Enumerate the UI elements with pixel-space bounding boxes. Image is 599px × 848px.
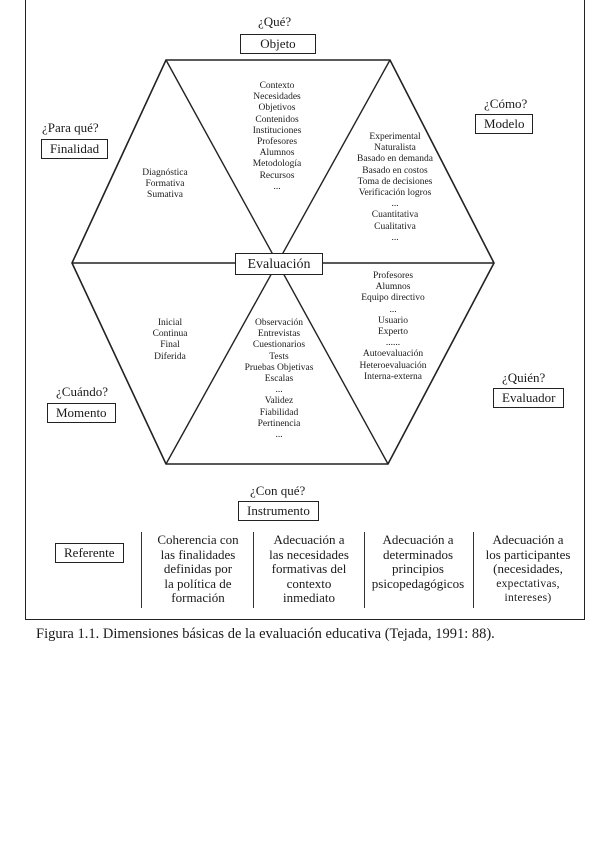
item: Escalas (264, 374, 294, 385)
items-evaluador: Profesores Alumnos Equipo directivo ... … (334, 271, 452, 383)
line: expectativas, (496, 577, 560, 590)
line: inmediato (283, 590, 335, 605)
item: Equipo directivo (361, 293, 425, 304)
item: Contenidos (255, 114, 299, 125)
line: Coherencia con (157, 532, 239, 547)
separator (473, 532, 474, 608)
item: Usuario (377, 315, 409, 326)
line: principios (392, 561, 444, 576)
item: Profesores (256, 137, 298, 148)
item: Experto (377, 327, 409, 338)
item: Cualitativa (374, 221, 416, 232)
item: Observación (254, 318, 303, 328)
line: (necesidades, (493, 561, 563, 576)
referente-column-2: Adecuación a las necesidades formativas … (256, 532, 362, 606)
label-referente: Referente (55, 543, 124, 563)
separator (141, 532, 142, 608)
line: Adecuación a (382, 532, 454, 547)
item: ... (391, 199, 399, 210)
question-finalidad: ¿Para qué? (42, 120, 99, 135)
item: Cuestionarios (252, 340, 306, 351)
item: Interna-externa (363, 371, 423, 382)
line: formación (171, 590, 225, 605)
label-objeto: Objeto (240, 34, 316, 54)
line: Adecuación a (492, 532, 564, 547)
question-instrumento: ¿Con qué? (250, 483, 306, 498)
item: Naturalista (374, 143, 416, 154)
separator (253, 532, 254, 608)
item: Alumnos (259, 148, 295, 159)
items-objeto: Contexto Necesidades Objetivos Contenido… (222, 81, 332, 193)
item: Basado en demanda (357, 154, 433, 165)
line: intereses) (504, 592, 552, 604)
item: Heteroevaluación (359, 360, 427, 371)
line: Adecuación a (273, 532, 345, 547)
question-evaluador: ¿Quién? (502, 370, 546, 385)
line: las finalidades (160, 546, 236, 562)
item: Toma de decisiones (357, 176, 433, 187)
item: Experimental (369, 132, 421, 142)
item: Tests (269, 351, 289, 362)
item: ... (273, 181, 281, 192)
item: Necesidades (253, 92, 301, 103)
line: los participantes (485, 546, 571, 562)
item: Instituciones (252, 125, 302, 136)
figure-caption: Figura 1.1. Dimensiones básicas de la ev… (36, 626, 495, 642)
item: Final (160, 340, 180, 351)
item: Contexto (259, 81, 295, 91)
item: Autoevaluación (362, 349, 424, 360)
label-finalidad: Finalidad (41, 139, 109, 159)
line: definidas por (163, 561, 233, 576)
item: ...... (385, 338, 401, 349)
item: Pruebas Objetivas (244, 362, 314, 373)
item: Cuantitativa (371, 210, 419, 221)
item: Profesores (372, 271, 414, 281)
referente-column-3: Adecuación a determinados principios psi… (366, 532, 470, 591)
item: ... (389, 304, 397, 315)
line: formativas del (271, 561, 347, 576)
item: Inicial (157, 318, 183, 328)
item: Entrevistas (257, 329, 301, 340)
question-objeto: ¿Qué? (258, 14, 292, 29)
item: Continua (152, 329, 188, 340)
items-modelo: Experimental Naturalista Basado en deman… (340, 132, 450, 244)
label-modelo: Modelo (475, 114, 534, 134)
item: Verificación logros (358, 188, 432, 199)
item: Recursos (259, 170, 295, 181)
item: ... (275, 430, 283, 441)
line: contexto (286, 575, 332, 591)
items-momento: Inicial Continua Final Diferida (130, 318, 210, 363)
line: psicopedagógicos (371, 575, 465, 591)
referente-column-4: Adecuación a los participantes (necesida… (474, 532, 582, 606)
line: determinados (382, 546, 454, 562)
item: Diagnóstica (142, 168, 188, 178)
item: ... (391, 232, 399, 243)
item: Fiabilidad (259, 407, 299, 418)
question-momento: ¿Cuándo? (56, 384, 108, 399)
label-evaluador: Evaluador (493, 388, 565, 408)
item: Formativa (145, 179, 185, 190)
item: Diferida (154, 351, 186, 362)
item: Validez (264, 396, 294, 407)
center-evaluacion: Evaluación (235, 253, 323, 275)
item: Sumativa (147, 190, 183, 201)
label-instrumento: Instrumento (238, 501, 319, 521)
item: Basado en costos (362, 165, 428, 176)
items-finalidad: Diagnóstica Formativa Sumativa (125, 168, 205, 202)
item: ... (275, 385, 283, 396)
items-instrumento: Observación Entrevistas Cuestionarios Te… (222, 318, 336, 441)
line: las necesidades (269, 546, 349, 562)
referente-column-1: Coherencia con las finalidades definidas… (146, 532, 250, 606)
item: Objetivos (258, 103, 296, 114)
separator (364, 532, 365, 608)
item: Alumnos (375, 282, 411, 293)
item: Metodología (252, 159, 302, 170)
question-modelo: ¿Cómo? (484, 96, 528, 111)
label-momento: Momento (47, 403, 116, 423)
item: Pertinencia (257, 418, 301, 429)
line: la política de (164, 575, 232, 591)
figure-frame (25, 0, 585, 620)
